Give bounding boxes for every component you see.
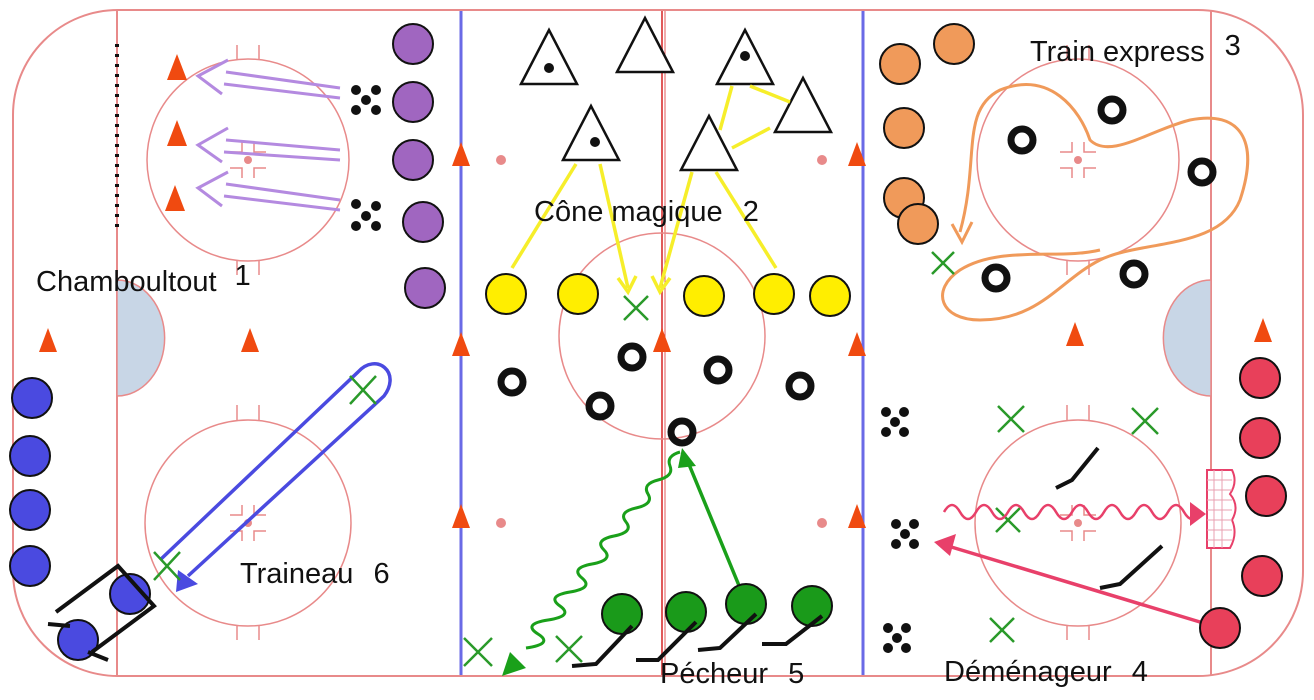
blue-loop-path <box>158 362 392 578</box>
crease-left <box>116 279 166 397</box>
station-label-2: Cône magique 2 <box>534 198 759 227</box>
stick-icon <box>1055 446 1164 590</box>
puck-cluster-icon <box>881 407 919 653</box>
neutral-zone-dots <box>496 155 827 528</box>
station-number: 6 <box>373 558 390 590</box>
station-name: Train express <box>1030 36 1205 68</box>
cone-icon <box>452 142 866 528</box>
x-marker-icon <box>153 375 377 581</box>
red-wavy-arrow <box>942 503 1202 521</box>
yellow-arrows <box>510 84 791 296</box>
faceoff-circle-bottom-left <box>144 405 352 640</box>
sled-icon <box>47 563 157 662</box>
x-marker-icon <box>463 635 583 667</box>
player-disc-icon <box>392 23 446 309</box>
station-name: Chamboultout <box>36 266 217 298</box>
faceoff-circle-center <box>558 232 766 440</box>
station-label-5: Pécheur 5 <box>660 660 804 689</box>
station-number: 2 <box>742 196 759 228</box>
player-disc-icon <box>1199 357 1287 649</box>
station-label-4: Déménageur 4 <box>944 658 1148 687</box>
red-arrow <box>947 544 1201 624</box>
player-disc-icon <box>879 23 975 245</box>
cone-icon <box>165 54 187 211</box>
stick-icon <box>571 612 824 668</box>
x-marker-icon <box>931 251 955 275</box>
puck-cluster-icon <box>351 85 381 231</box>
station-name: Pécheur <box>660 658 769 690</box>
station-name: Cône magique <box>534 196 723 228</box>
player-disc-icon <box>485 273 851 317</box>
station-name: Traineau <box>240 558 354 590</box>
ring-icon <box>981 95 1217 293</box>
green-arrow <box>686 461 742 589</box>
x-marker-icon <box>989 405 1159 643</box>
crease-right <box>1162 279 1212 397</box>
net-icon <box>1206 469 1237 549</box>
cone-icon <box>39 328 259 352</box>
station-number: 5 <box>788 658 805 690</box>
green-wavy-arrow <box>525 450 681 650</box>
station-name: Déménageur <box>944 656 1112 688</box>
station-label-3: Train express 3 <box>1030 32 1241 68</box>
player-disc-icon <box>9 377 151 661</box>
x-marker-icon <box>623 295 649 321</box>
station-number: 4 <box>1131 656 1148 688</box>
faceoff-circle-top-right <box>976 45 1180 275</box>
ring-icon <box>497 342 815 447</box>
station-number: 3 <box>1224 30 1241 62</box>
orange-path <box>941 83 1250 322</box>
cone-icon <box>1066 318 1272 346</box>
station-number: 1 <box>234 260 251 292</box>
station-label-6: Traineau 6 <box>240 560 390 589</box>
triangle-cone-icon <box>518 15 834 172</box>
purple-arrows <box>195 58 341 212</box>
station-label-1: Chamboultout 1 <box>36 262 251 298</box>
faceoff-circle-bottom-right <box>974 405 1182 640</box>
